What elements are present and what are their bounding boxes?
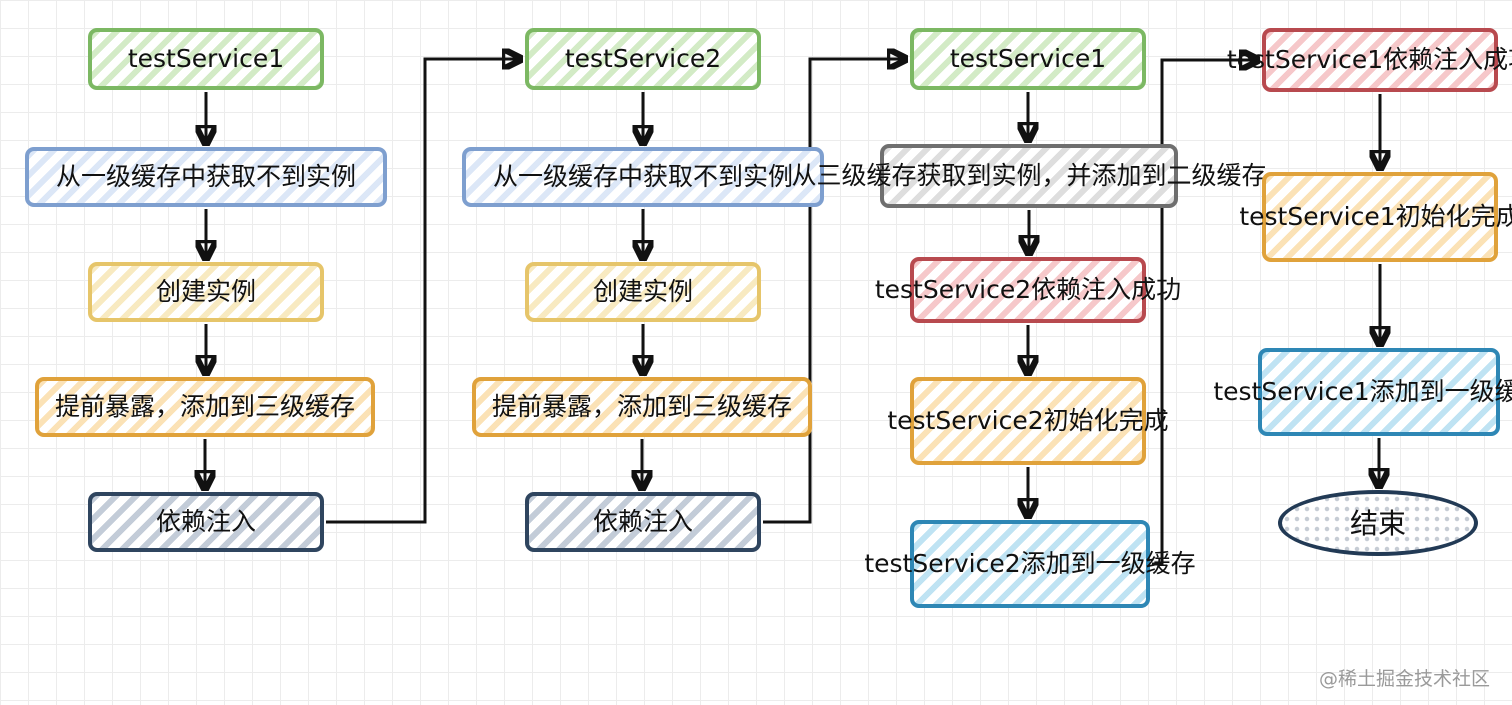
node-label-line: 初始化完成: [1043, 406, 1169, 436]
node-label-line: 添加到一级缓存: [1369, 377, 1512, 407]
node-label-line: 初始化完成: [1395, 202, 1512, 232]
node-label-line: testService1: [127, 44, 285, 74]
node-label-line: 从一级缓存中获取不到实例: [492, 162, 793, 192]
node-label-line: testService2: [887, 406, 1044, 436]
node-c2-create-instance: 创建实例: [525, 262, 761, 322]
node-label-line: testService1: [1213, 377, 1370, 407]
node-label-line: 从一级缓存中获取不到实例: [55, 162, 356, 192]
node-c1-early-expose: 提前暴露，添加到三级缓存: [35, 377, 375, 437]
node-label-line: 提前暴露，添加到三级缓存: [54, 392, 355, 422]
node-c4-testservice1-injected: testService1依赖注入成功: [1227, 28, 1512, 92]
node-label-line: 结束: [1349, 506, 1406, 540]
node-c1-create-instance: 创建实例: [88, 262, 324, 322]
node-label-line: 依赖注入: [155, 507, 256, 537]
node-c2-get-from-first-cache: 从一级缓存中获取不到实例: [462, 147, 824, 207]
arrow-c2-n5-to-c3-n1: [763, 59, 906, 524]
node-c1-dependency-injection: 依赖注入: [88, 492, 324, 552]
node-label-line: testService2: [864, 549, 1021, 579]
node-label-line: 注入成功: [1433, 45, 1512, 75]
node-label-line: 添加到一级缓存: [1020, 549, 1196, 579]
node-label-line: testService1: [1239, 202, 1396, 232]
node-c1-testservice1: testService1: [88, 28, 324, 90]
node-c2-testservice2: testService2: [525, 28, 761, 90]
node-label-line: testService2依赖: [874, 275, 1082, 305]
node-label-line: 依赖注入: [592, 507, 693, 537]
node-label-line: testService1依赖: [1226, 45, 1434, 75]
arrow-c1-n5-to-c2-n1: [326, 59, 521, 524]
node-c4-testservice1-add-first-cache: testService1添加到一级缓存: [1213, 348, 1512, 436]
node-c4-end: 结束: [1278, 490, 1478, 556]
node-c3-testservice2-injected: testService2依赖注入成功: [875, 257, 1181, 323]
node-label-line: 例，并添加到二级缓存: [1016, 161, 1267, 191]
node-label-line: 注入成功: [1081, 275, 1182, 305]
arrow-c3-n5-to-c4-n1: [1152, 60, 1258, 566]
node-c2-dependency-injection: 依赖注入: [525, 492, 761, 552]
node-c3-get-from-third-cache: 从三级缓存获取到实例，并添加到二级缓存: [791, 144, 1267, 208]
node-label-line: 创建实例: [155, 277, 256, 307]
node-label-line: testService1: [949, 44, 1107, 74]
node-label-line: testService2: [564, 44, 722, 74]
watermark: @稀土掘金技术社区: [1318, 668, 1490, 690]
node-label-line: 创建实例: [592, 277, 693, 307]
node-c3-testservice1: testService1: [910, 28, 1146, 90]
node-c1-get-from-first-cache: 从一级缓存中获取不到实例: [25, 147, 387, 207]
node-c2-early-expose: 提前暴露，添加到三级缓存: [472, 377, 812, 437]
node-label-line: 从三级缓存获取到实: [791, 161, 1017, 191]
node-label-line: 提前暴露，添加到三级缓存: [491, 392, 792, 422]
